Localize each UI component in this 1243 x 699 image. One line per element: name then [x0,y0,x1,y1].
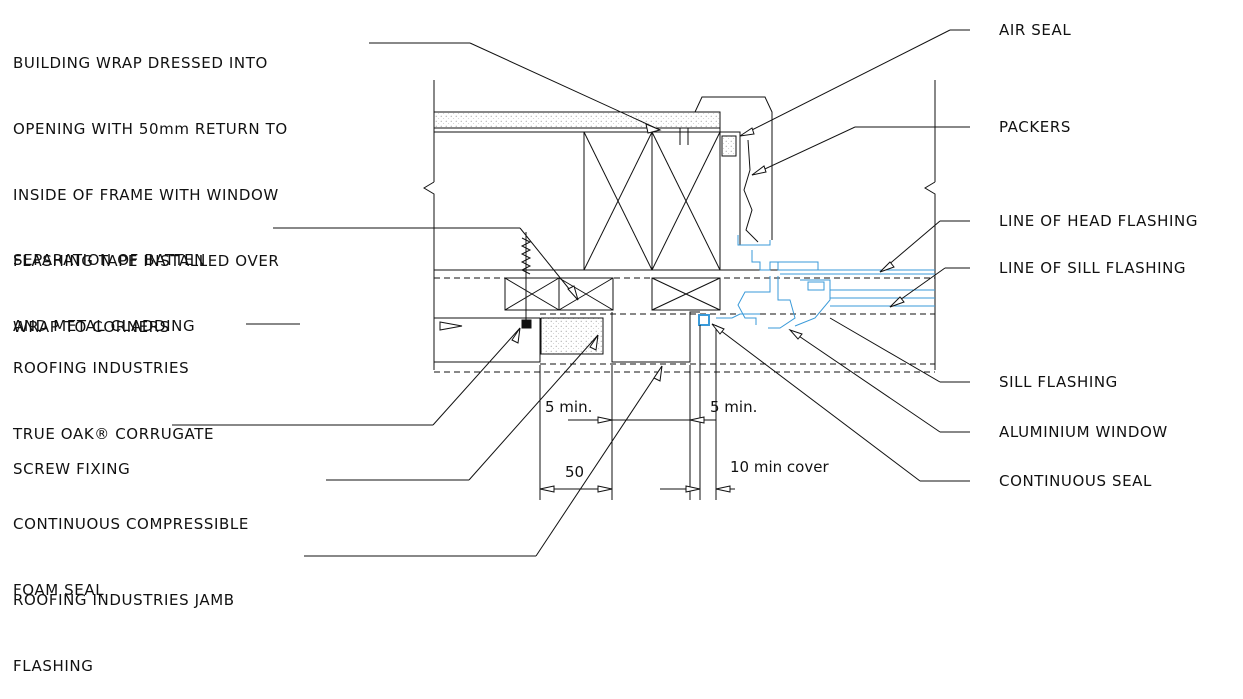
label-screw-fixing: SCREW FIXING [13,460,131,478]
label-sill-flashing-line: LINE OF SILL FLASHING [999,259,1187,277]
head-trim [434,96,773,245]
label-jamb-flashing: ROOFING INDUSTRIES JAMB FLASHING [13,591,235,675]
dim-5min-left: 5 min. [545,398,593,416]
dim-5min-right: 5 min. [710,398,758,416]
dim-cover: 10 min cover [730,458,829,476]
cladding [434,311,935,373]
label-air-seal: AIR SEAL [999,21,1072,39]
dimension-lines [539,325,735,500]
screw [520,232,532,329]
label-separation: SEPARATION OF BATTEN AND METAL CLADDING [13,251,206,335]
aluminium-window [698,235,935,329]
label-packers: PACKERS [999,118,1072,136]
label-sill-flashing: SILL FLASHING [999,373,1118,391]
label-roofing-corrugate: ROOFING INDUSTRIES TRUE OAK® CORRUGATE [13,359,215,443]
leader-lines [172,29,970,557]
label-head-flashing: LINE OF HEAD FLASHING [999,212,1199,230]
timber-studs [434,131,935,279]
label-aluminium-window: ALUMINIUM WINDOW [999,423,1168,441]
interior-lining [433,111,721,133]
label-building-wrap: BUILDING WRAP DRESSED INTO OPENING WITH … [13,54,288,336]
battens [504,277,721,311]
dim-50: 50 [565,463,585,481]
jamb-detail-drawing [172,29,970,557]
label-continuous-seal: CONTINUOUS SEAL [999,472,1152,490]
